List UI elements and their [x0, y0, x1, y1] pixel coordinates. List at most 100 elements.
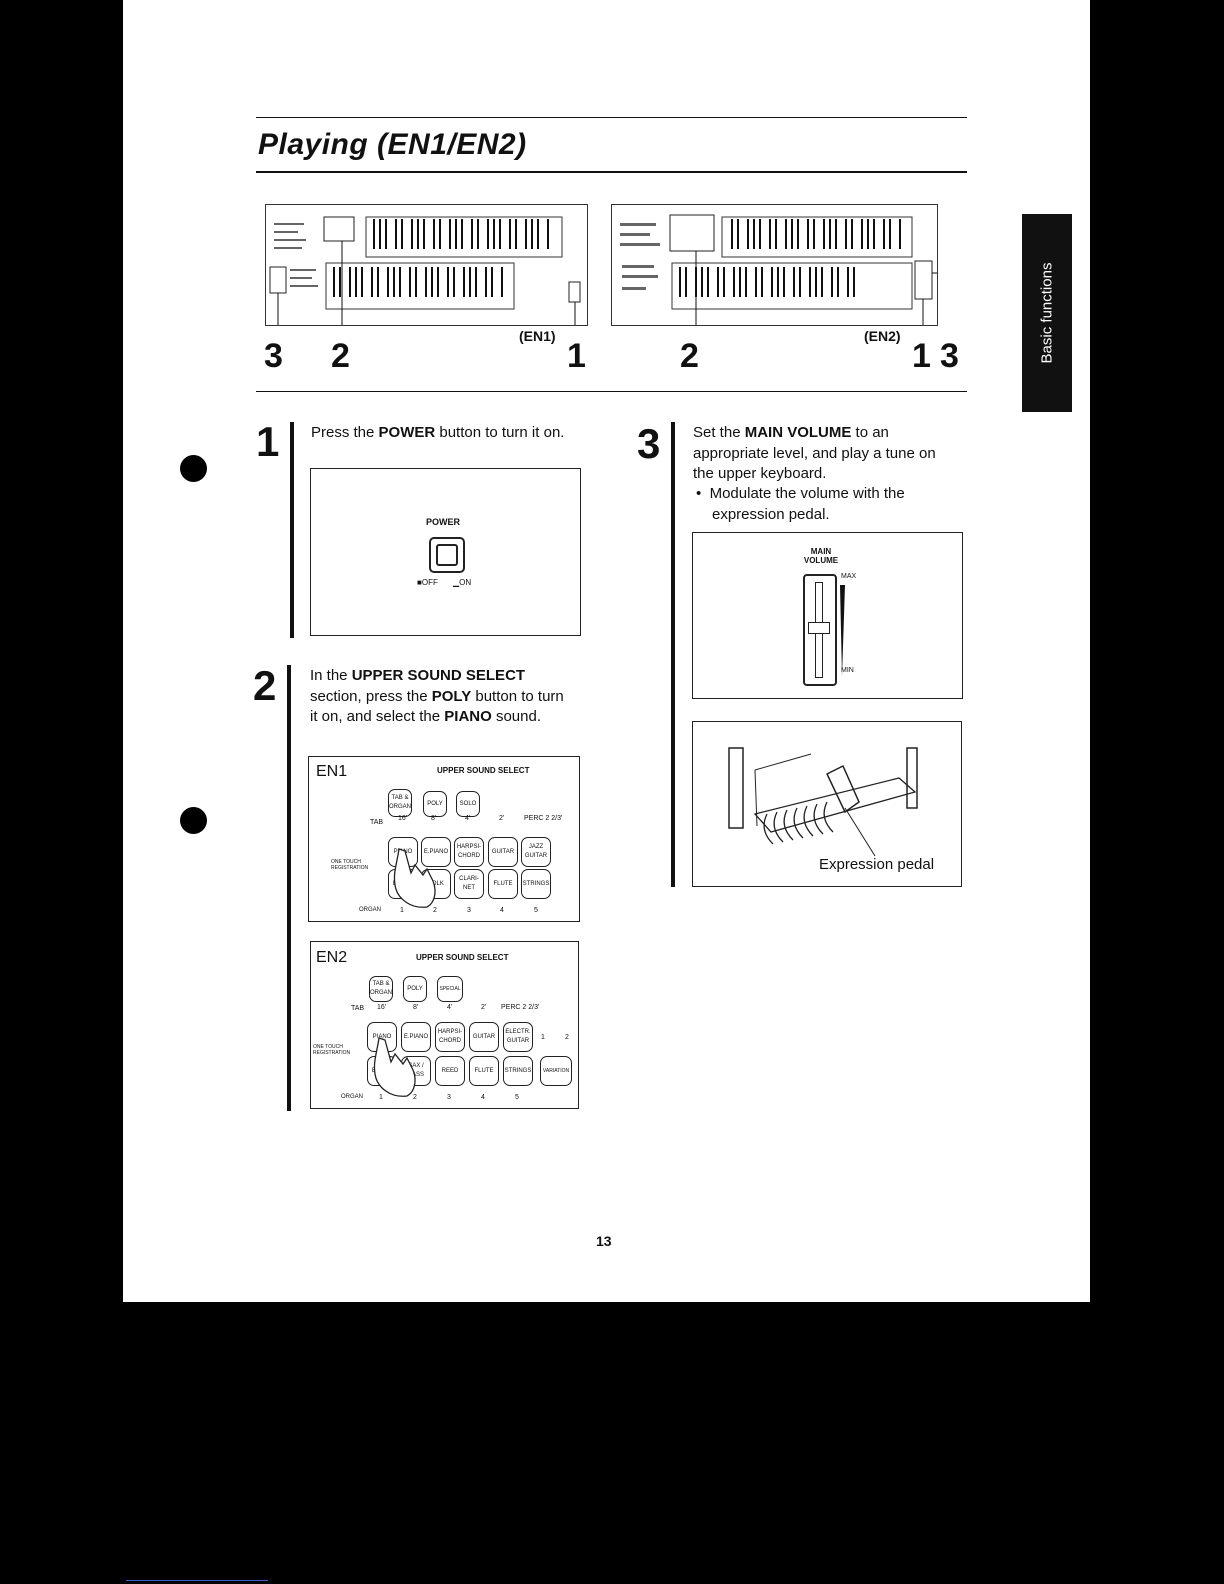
step-1-text: Press the POWER button to turn it on. — [311, 424, 565, 441]
en1-lower-keys — [333, 267, 503, 297]
en1-one-touch-label: ONE TOUCH REGISTRATION — [331, 859, 369, 871]
en2-tab-label: TAB — [351, 1005, 365, 1012]
en1-organ-1: 1 — [400, 907, 404, 914]
en2-right-control-box — [914, 260, 933, 300]
en2-console-illustration — [611, 204, 953, 345]
en1-footage-8: 8' — [431, 815, 437, 822]
en2-sound-select-highlight — [669, 214, 715, 252]
power-label: POWER — [426, 517, 461, 527]
en2-upper-sound-select-panel: EN2 UPPER SOUND SELECT TAB & ORGAN POLY … — [310, 941, 579, 1109]
en2-variation-1: 1 — [541, 1034, 545, 1041]
top-rule — [256, 117, 967, 118]
en1-tab-organ-button[interactable]: TAB & ORGAN — [388, 789, 412, 817]
en1-organ-2: 2 — [433, 907, 437, 914]
en1-organ-5: 5 — [534, 907, 538, 914]
step-3-text: Set the MAIN VOLUME to an appropriate le… — [693, 424, 936, 482]
en1-footage-perc: PERC 2 2/3' — [524, 815, 563, 822]
en2-flute-button[interactable]: FLUTE — [469, 1056, 499, 1086]
en2-one-touch-label: ONE TOUCH REGISTRATION — [313, 1044, 351, 1056]
step-3-bullet: • Modulate the volume with the expressio… — [696, 485, 905, 523]
en1-console-illustration — [265, 204, 588, 345]
en1-sound-select-highlight — [323, 216, 355, 242]
en1-keyboard-drawing — [269, 216, 581, 345]
en1-organ-label: ORGAN — [359, 907, 382, 913]
volume-min-label: MIN — [841, 667, 854, 674]
en2-poly-button[interactable]: POLY — [403, 976, 427, 1002]
binder-hole-2 — [180, 807, 207, 834]
step-3-number: 3 — [637, 420, 661, 467]
en1-guitar-button[interactable]: GUITAR — [488, 837, 518, 867]
en1-jazz-guitar-button[interactable]: JAZZ GUITAR — [521, 837, 551, 867]
en1-flute-button[interactable]: FLUTE — [488, 869, 518, 899]
en1-poly-button[interactable]: POLY — [423, 791, 447, 817]
en2-callout-3: 3 — [940, 337, 959, 375]
en2-model-label: (EN2) — [864, 328, 901, 344]
step-2-number: 2 — [253, 662, 277, 709]
expression-pedal-drawing — [728, 747, 918, 857]
en1-strings-button[interactable]: STRINGS — [521, 869, 551, 899]
main-volume-slider[interactable] — [803, 574, 837, 686]
volume-ramp-icon — [840, 585, 845, 677]
en2-organ-5: 5 — [515, 1094, 519, 1101]
en1-upper-sound-select-panel: EN1 UPPER SOUND SELECT TAB & ORGAN POLY … — [308, 756, 580, 922]
page-number: 13 — [596, 1233, 612, 1249]
en2-organ-label: ORGAN — [341, 1094, 364, 1100]
main-volume-slider-knob[interactable] — [808, 622, 830, 634]
en2-variation-2: 2 — [565, 1034, 569, 1041]
en2-footage-perc: PERC 2 2/3' — [501, 1004, 540, 1011]
figure-rule — [256, 391, 967, 392]
en1-power-box — [568, 281, 581, 303]
en2-footage-4: 4' — [447, 1004, 453, 1011]
en1-model-label: (EN1) — [519, 328, 556, 344]
power-off-label: ■OFF — [417, 578, 438, 587]
en1-upper-keys — [373, 219, 549, 249]
en2-footage-2: 2' — [481, 1004, 487, 1011]
en2-harpsichord-button[interactable]: HARPSI-CHORD — [435, 1022, 465, 1052]
en1-harpsichord-button[interactable]: HARPSI-CHORD — [454, 837, 484, 867]
en2-electric-guitar-button[interactable]: ELECTR. GUITAR — [503, 1022, 533, 1052]
en1-panel-heading: UPPER SOUND SELECT — [437, 766, 530, 775]
step-3-bar — [671, 422, 675, 887]
en1-callout-2: 2 — [331, 337, 350, 375]
en1-footage-4: 4' — [465, 815, 471, 822]
step-2-bar — [287, 665, 291, 1111]
en1-callout-1: 1 — [567, 337, 586, 375]
volume-max-label: MAX — [841, 573, 857, 580]
en1-organ-4: 4 — [500, 907, 504, 914]
en2-footage-16: 16' — [377, 1004, 387, 1011]
en2-panel-heading: UPPER SOUND SELECT — [416, 953, 509, 962]
step-1-bar — [290, 422, 294, 638]
en1-pressing-hand-icon — [393, 848, 436, 908]
en2-footage-8: 8' — [413, 1004, 419, 1011]
en2-keyboard-drawing — [620, 214, 953, 345]
en1-epiano-button[interactable]: E.PIANO — [421, 837, 451, 867]
en2-guitar-button[interactable]: GUITAR — [469, 1022, 499, 1052]
en2-panel-name: EN2 — [316, 949, 348, 966]
en1-panel-name: EN1 — [316, 763, 348, 780]
section-tab: Basic functions — [1022, 214, 1072, 412]
en1-footage-16: 16' — [398, 815, 408, 822]
section-tab-label: Basic functions — [1038, 262, 1056, 364]
en2-organ-1: 1 — [379, 1094, 383, 1101]
expression-pedal-illustration: Expression pedal — [692, 721, 962, 887]
en1-solo-button[interactable]: SOLO — [456, 791, 480, 817]
en2-variation-button[interactable]: VARIATION — [540, 1056, 572, 1086]
en1-callout-3: 3 — [264, 337, 283, 375]
page-title: Playing (EN1/EN2) — [258, 128, 527, 161]
en2-epiano-button[interactable]: E.PIANO — [401, 1022, 431, 1052]
en2-strings-button[interactable]: STRINGS — [503, 1056, 533, 1086]
step-2-text: In the UPPER SOUND SELECT section, press… — [310, 667, 564, 725]
step-1-number: 1 — [256, 418, 280, 465]
en2-tab-organ-button[interactable]: TAB & ORGAN — [369, 976, 393, 1002]
en2-organ-2: 2 — [413, 1094, 417, 1101]
en2-lower-keys — [679, 267, 855, 297]
en1-clarinet-button[interactable]: CLARI-NET — [454, 869, 484, 899]
power-illustration: POWER ■OFF ▁ON — [310, 468, 581, 636]
en2-reed-button[interactable]: REED — [435, 1056, 465, 1086]
power-on-label: ▁ON — [453, 578, 472, 587]
en2-special-button[interactable]: SPECIAL — [437, 976, 463, 1002]
en2-upper-keys — [731, 219, 901, 249]
power-button — [429, 537, 465, 573]
en1-tab-label: TAB — [370, 819, 384, 826]
